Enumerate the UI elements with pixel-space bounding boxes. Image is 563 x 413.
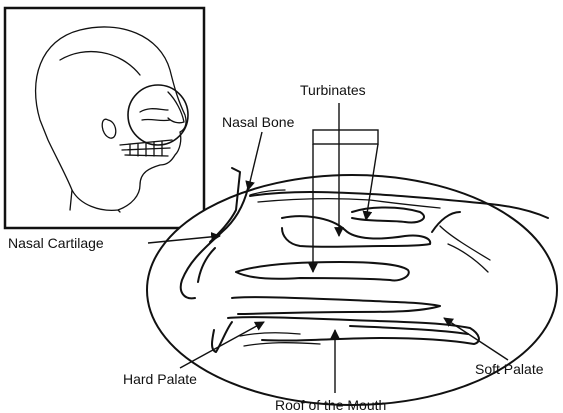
label-soft-palate: Soft Palate	[475, 361, 544, 377]
label-roof-of-mouth: Roof of the Mouth	[275, 397, 386, 413]
label-hard-palate: Hard Palate	[123, 371, 197, 387]
label-turbinates: Turbinates	[300, 82, 366, 98]
label-nasal-cartilage: Nasal Cartilage	[8, 235, 104, 251]
nasal-bone-arrow	[248, 132, 262, 190]
head-inset	[5, 8, 204, 228]
label-nasal-bone: Nasal Bone	[222, 114, 295, 130]
inset-frame	[5, 8, 204, 228]
